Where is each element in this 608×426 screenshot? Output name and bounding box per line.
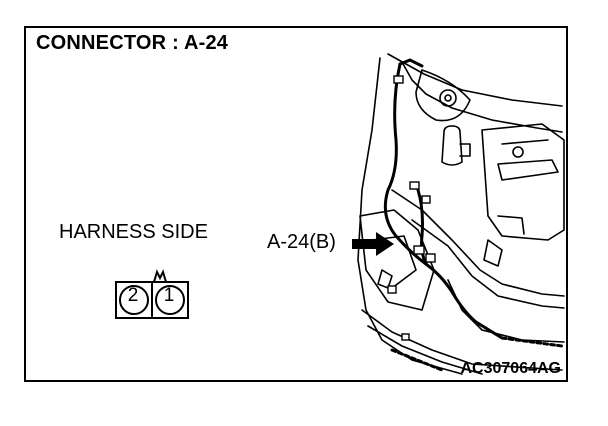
engine-compartment-illustration [357,53,565,375]
harness-side-label: HARNESS SIDE [59,221,208,243]
connector-callout-label: A-24(B) [267,231,336,253]
connector-title: CONNECTOR : A-24 [36,32,229,54]
pin-2-label: 2 [127,285,139,306]
diagram-frame: CONNECTOR : A-24 HARNESS SIDE 2 1 A-24(B… [24,26,568,382]
pin-1-label: 1 [163,285,175,306]
connector-face-diagram [115,269,189,319]
figure-code: AC307064AG [460,360,562,377]
